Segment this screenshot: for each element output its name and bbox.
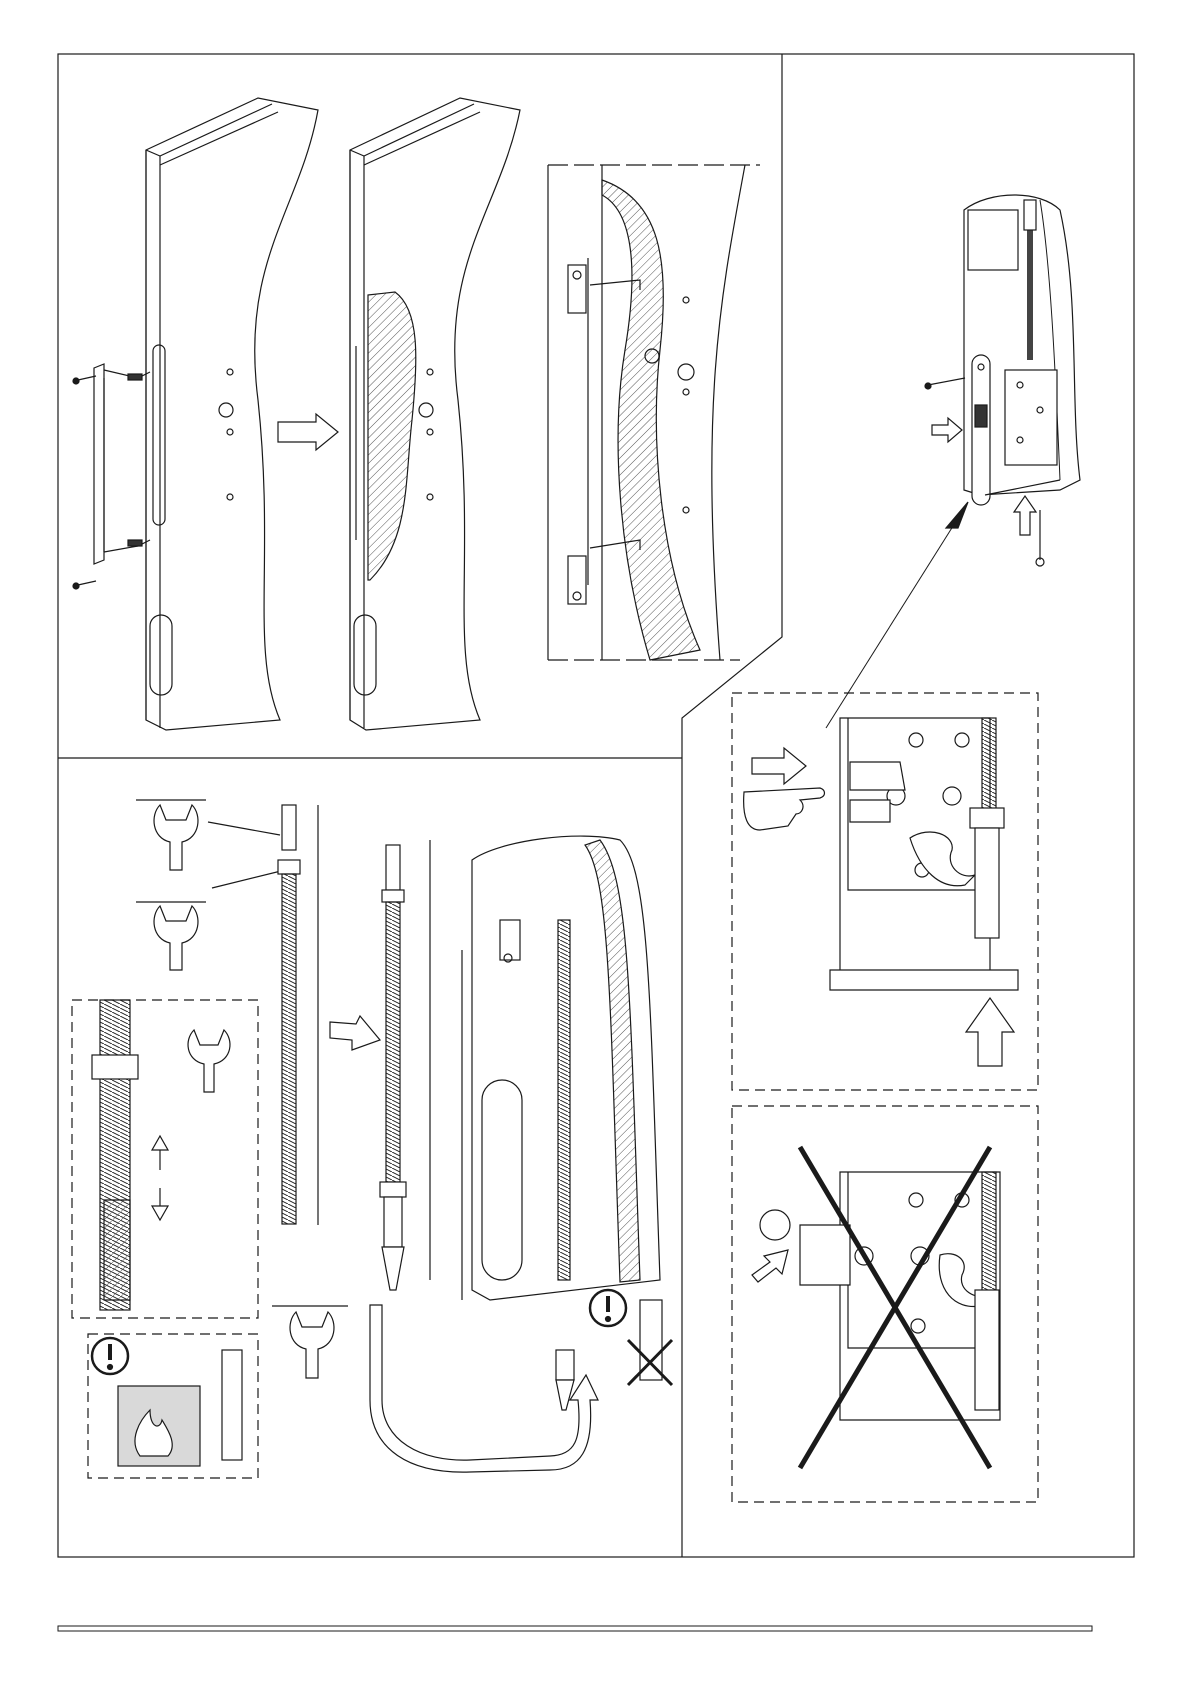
up-down-arrow-icon bbox=[152, 1136, 168, 1150]
panel-b-lock-case bbox=[826, 195, 1080, 728]
pointing-hand-icon bbox=[744, 788, 825, 830]
up-arrow-icon bbox=[1014, 496, 1036, 535]
footer-rule bbox=[58, 1626, 1092, 1631]
push-arrow-icon bbox=[752, 1250, 788, 1282]
push-arrow-icon bbox=[752, 748, 806, 784]
panel-c-rod-adjustment bbox=[72, 800, 672, 1478]
open-end-wrench-icon bbox=[188, 1030, 230, 1092]
pointer-arrowhead bbox=[946, 502, 968, 528]
panel-a-door-profiles bbox=[73, 98, 760, 730]
latch-detail-incorrect bbox=[732, 1106, 1038, 1502]
door-profile-2 bbox=[350, 98, 520, 730]
step-arrow-icon bbox=[330, 1016, 380, 1050]
door-profile-1 bbox=[146, 98, 318, 730]
door-profile-detail bbox=[548, 165, 760, 660]
latch-detail-correct bbox=[732, 693, 1038, 1090]
mounting-bracket bbox=[73, 364, 150, 589]
open-end-wrench-icon bbox=[136, 902, 206, 970]
push-arrow-icon bbox=[932, 418, 962, 442]
open-end-wrench-icon bbox=[136, 800, 206, 870]
open-end-wrench-icon bbox=[272, 1306, 348, 1378]
up-arrow-icon bbox=[966, 998, 1014, 1066]
step-arrow-icon bbox=[278, 414, 338, 450]
